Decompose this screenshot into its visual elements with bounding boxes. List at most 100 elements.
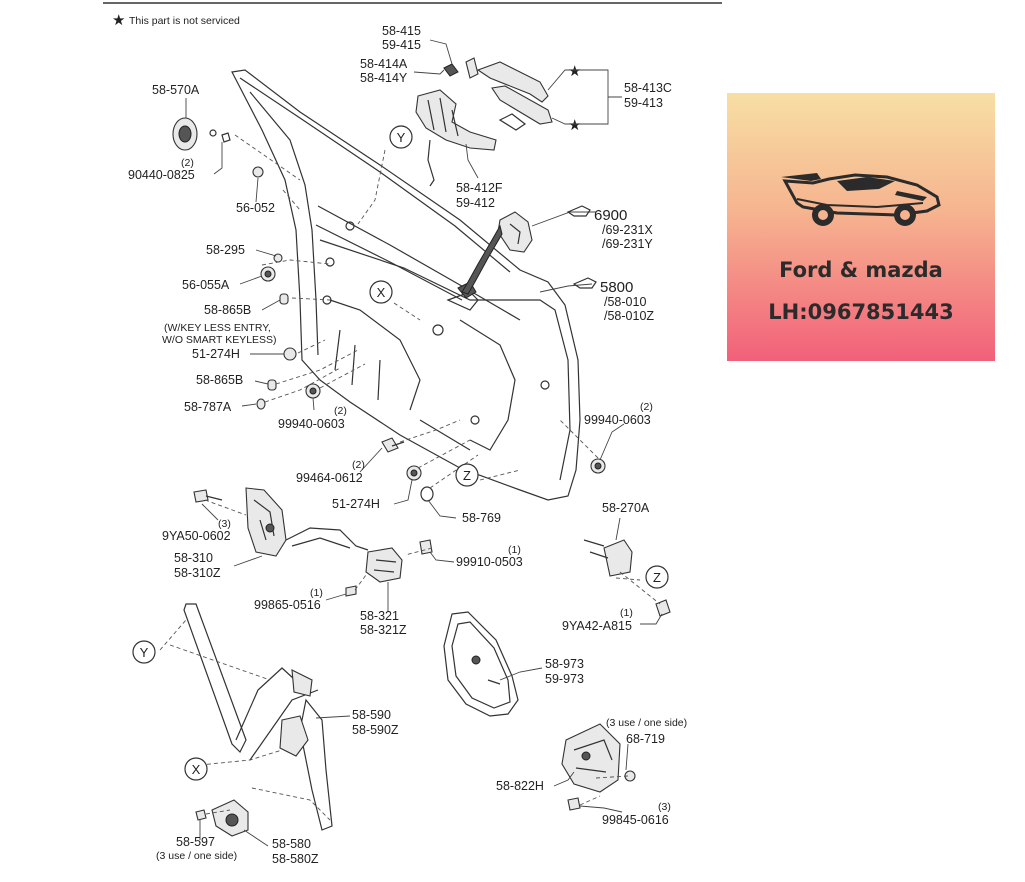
part-58-787a: [256, 398, 266, 410]
sports-car-icon: [781, 173, 941, 226]
label-6900: 6900: [594, 207, 627, 224]
label-58-590z: 58-590Z: [352, 723, 399, 737]
label-99464-0612: 99464-0612: [296, 471, 363, 485]
callout-z-top: Z: [455, 463, 479, 487]
trim-seal-58-973: [443, 611, 519, 717]
nut-99940-0603-b: [590, 458, 606, 474]
svg-text:Z: Z: [463, 468, 471, 483]
note-keyless-1: (W/KEY LESS ENTRY,: [164, 322, 271, 334]
label-58-865b-a: 58-865B: [204, 303, 251, 317]
book-icon-6900: [566, 205, 591, 217]
nut-99940-0603-a: [305, 383, 321, 399]
label-58-769: 58-769: [462, 511, 501, 525]
callout-y-left: Y: [132, 640, 156, 664]
outer-handle-assembly: [443, 57, 553, 131]
label-51-274h-b: 51-274H: [332, 497, 380, 511]
label-99865-0516: 99865-0516: [254, 598, 321, 612]
qty-99464-0612: (2): [352, 459, 365, 471]
label-69-231x: /69-231X: [602, 223, 653, 237]
brand-card: Ford & mazda LH:0967851443: [727, 93, 995, 361]
svg-text:Y: Y: [140, 645, 149, 660]
bolt-99464-0612: [381, 437, 405, 453]
leader-58-413c: [547, 69, 622, 125]
label-59-412: 59-412: [456, 196, 495, 210]
label-58-010z: /58-010Z: [604, 309, 654, 323]
speaker-58-570a: [172, 117, 231, 151]
label-58-787a: 58-787A: [184, 400, 232, 414]
label-58-412f: 58-412F: [456, 181, 503, 195]
part-58-865b-b: [267, 379, 277, 391]
screw-9ya50-0602: [193, 489, 223, 503]
note-keyless-2: W/O SMART KEYLESS): [162, 334, 277, 346]
label-68-719: 68-719: [626, 732, 665, 746]
qty-99865-0516: (1): [310, 587, 323, 599]
label-99845-0616: 99845-0616: [602, 813, 669, 827]
part-labels: 58-415 59-415 58-414A 58-414Y 58-413C 59…: [128, 24, 687, 866]
check-link-58-270a: [583, 539, 671, 617]
label-58-415: 58-415: [382, 24, 421, 38]
svg-text:Z: Z: [653, 570, 661, 585]
label-59-415: 59-415: [382, 38, 421, 52]
note-68-719: (3 use / one side): [606, 717, 687, 729]
label-58-570a: 58-570A: [152, 83, 200, 97]
label-58-321z: 58-321Z: [360, 623, 407, 637]
actuator-58-822h: [561, 723, 636, 811]
label-58-414a: 58-414A: [360, 57, 408, 71]
label-5800: 5800: [600, 279, 633, 296]
label-58-580z: 58-580Z: [272, 852, 319, 866]
dashed-guides: [159, 134, 661, 821]
label-58-295: 58-295: [206, 243, 245, 257]
label-58-321: 58-321: [360, 609, 399, 623]
label-90440-0825: 90440-0825: [128, 168, 195, 182]
svg-text:X: X: [192, 762, 201, 777]
note-58-597: (3 use / one side): [156, 850, 237, 862]
label-56-052: 56-052: [236, 201, 275, 215]
label-58-822h: 58-822H: [496, 779, 544, 793]
svg-text:Y: Y: [397, 130, 406, 145]
label-51-274h-a: 51-274H: [192, 347, 240, 361]
legend-text: This part is not serviced: [129, 15, 240, 27]
callout-x-top: X: [369, 280, 393, 304]
inner-handle-6900: [497, 211, 533, 253]
label-58-973: 58-973: [545, 657, 584, 671]
inner-handle-bracket: [415, 89, 497, 187]
latch-58-310: [245, 487, 369, 557]
qty-9ya50-0602: (3): [218, 518, 231, 530]
label-59-973: 59-973: [545, 672, 584, 686]
label-58-865b-b: 58-865B: [196, 373, 243, 387]
label-58-414y: 58-414Y: [360, 71, 408, 85]
label-99910-0503: 99910-0503: [456, 555, 523, 569]
window-regulator-58-590: [183, 603, 333, 831]
label-9ya50-0602: 9YA50-0602: [162, 529, 231, 543]
label-69-231y: /69-231Y: [602, 237, 653, 251]
legend-star: ★: [112, 12, 125, 29]
qty-99940-0603-a: (2): [334, 405, 347, 417]
grommet-51-274h-b: [406, 465, 422, 481]
qty-9ya42-a815: (1): [620, 607, 633, 619]
label-58-590: 58-590: [352, 708, 391, 722]
label-9ya42-a815: 9YA42-A815: [562, 619, 632, 633]
part-51-274h-a: [283, 347, 297, 361]
label-56-055a: 56-055A: [182, 278, 230, 292]
label-58-580: 58-580: [272, 837, 311, 851]
arrow-to-door: [461, 224, 503, 295]
book-icon-5800: [572, 277, 597, 289]
lock-58-321: [345, 539, 433, 597]
label-58-310z: 58-310Z: [174, 566, 221, 580]
qty-99845-0616: (3): [658, 801, 671, 813]
part-58-865b-a: [279, 293, 289, 305]
motor-58-580: [195, 799, 249, 837]
brand-phone: LH:0967851443: [768, 300, 954, 324]
leader-lines: [185, 39, 663, 847]
svg-text:X: X: [377, 285, 386, 300]
qty-99940-0603-b: (2): [640, 401, 653, 413]
qty-90440-0825: (2): [181, 157, 194, 169]
star-mark-lower: ★: [568, 117, 581, 134]
callout-x-lower: X: [184, 757, 208, 781]
star-mark-upper: ★: [568, 63, 581, 80]
label-99940-0603-b: 99940-0603: [584, 413, 651, 427]
grommet-58-295: [260, 253, 283, 282]
part-58-769: [420, 486, 434, 502]
brand-name: Ford & mazda: [779, 258, 943, 282]
